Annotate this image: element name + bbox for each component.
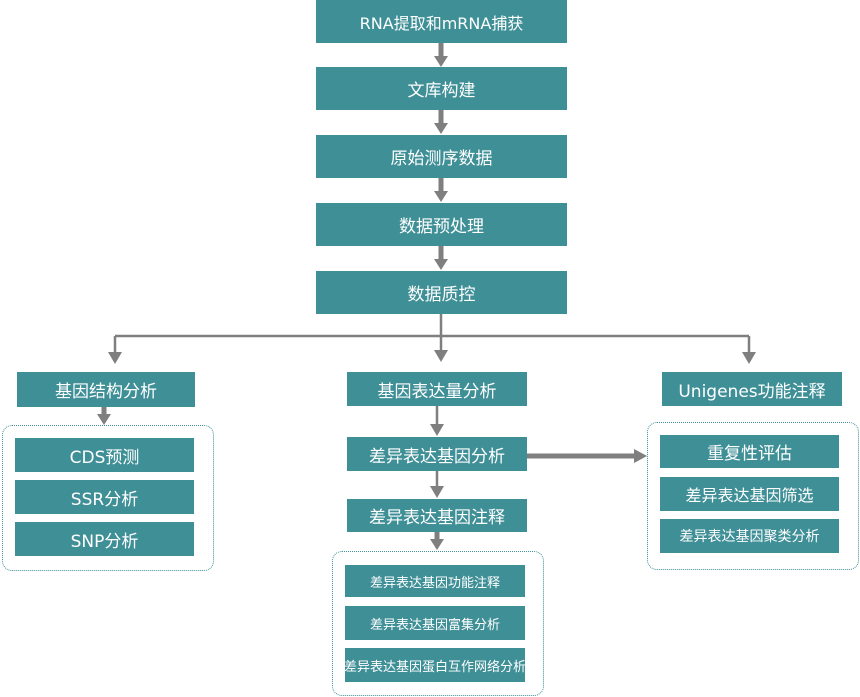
structure-item-cds-label: CDS预测	[69, 447, 140, 468]
expression-item-enrichment: 差异表达基因富集分析	[345, 606, 525, 640]
arrow-extract-to-library	[434, 43, 448, 67]
structure-item-ssr-label: SSR分析	[70, 489, 139, 510]
expression-item-function-label: 差异表达基因功能注释	[369, 575, 500, 591]
step-library-build-label: 文库构建	[407, 81, 476, 101]
step-quality-control: 数据质控	[316, 271, 567, 314]
unigenes-item-reproducibility-label: 重复性评估	[707, 444, 792, 464]
branch-structure-title: 基因结构分析	[17, 372, 195, 407]
unigenes-group	[647, 422, 859, 570]
unigenes-item-screening-label: 差异表达基因筛选	[685, 486, 814, 505]
expression-item-ppi-label: 差异表达基因蛋白互作网络分析	[344, 659, 527, 675]
branch-structure-title-label: 基因结构分析	[55, 382, 157, 402]
structure-group	[2, 425, 214, 571]
expression-item-enrichment-label: 差异表达基因富集分析	[369, 617, 500, 633]
arrow-preprocess-to-qc	[434, 246, 448, 270]
step-preprocess: 数据预处理	[316, 203, 567, 246]
step-quality-control-label: 数据质控	[407, 285, 476, 305]
unigenes-item-clustering-label: 差异表达基因聚类分析	[679, 529, 820, 545]
branch-unigenes-title: Unigenes功能注释	[662, 372, 842, 406]
expression-deg-annotation: 差异表达基因注释	[347, 499, 527, 532]
expression-item-ppi: 差异表达基因蛋白互作网络分析	[344, 648, 527, 682]
arrow-library-to-raw	[434, 110, 448, 134]
structure-item-snp: SNP分析	[15, 522, 194, 556]
step-rna-extraction-label: RNA提取和mRNA捕获	[359, 13, 524, 33]
branch-expression-title-label: 基因表达量分析	[377, 381, 497, 402]
step-preprocess-label: 数据预处理	[399, 217, 484, 237]
branch-unigenes-title-label: Unigenes功能注释	[678, 381, 826, 402]
step-rna-extraction: RNA提取和mRNA捕获	[316, 0, 567, 43]
expression-group	[332, 551, 544, 696]
structure-item-snp-label: SNP分析	[70, 531, 139, 552]
unigenes-item-screening: 差异表达基因筛选	[660, 477, 839, 511]
expression-deg-analysis-label: 差异表达基因分析	[369, 446, 505, 467]
arrow-annotation-to-group	[430, 532, 444, 550]
branch-expression-title: 基因表达量分析	[347, 372, 527, 406]
expression-deg-analysis: 差异表达基因分析	[347, 437, 527, 471]
arrow-deg-to-unigenes	[527, 449, 647, 463]
step-raw-data: 原始测序数据	[316, 135, 567, 178]
arrow-deg-to-annotation	[430, 471, 444, 498]
unigenes-item-reproducibility: 重复性评估	[660, 435, 839, 468]
structure-item-cds: CDS预测	[15, 438, 194, 472]
expression-deg-annotation-label: 差异表达基因注释	[369, 508, 505, 528]
arrow-raw-to-preprocess	[434, 178, 448, 202]
step-raw-data-label: 原始测序数据	[390, 149, 493, 169]
arrow-structure-to-group	[97, 407, 111, 425]
structure-item-ssr: SSR分析	[15, 480, 194, 514]
unigenes-item-clustering: 差异表达基因聚类分析	[660, 519, 839, 553]
branch-connector	[108, 314, 756, 364]
step-library-build: 文库构建	[316, 67, 567, 110]
arrow-expression-to-deg	[430, 406, 444, 436]
expression-item-function: 差异表达基因功能注释	[345, 565, 525, 597]
